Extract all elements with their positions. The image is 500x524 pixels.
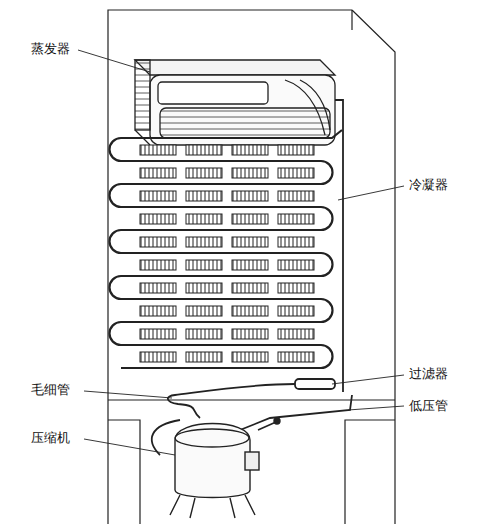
fin-group <box>186 329 222 339</box>
fin-group <box>140 237 176 247</box>
fin-group <box>232 214 268 224</box>
fin-group <box>232 306 268 316</box>
fin-group <box>140 168 176 178</box>
fin-group <box>278 352 314 362</box>
fin-group <box>278 329 314 339</box>
pipes <box>152 100 352 455</box>
evaporator <box>135 60 335 145</box>
compressor <box>170 418 280 518</box>
condenser-coil <box>110 130 343 368</box>
fin-group <box>232 352 268 362</box>
part-label: 冷凝器 <box>408 177 449 193</box>
fin-group <box>278 237 314 247</box>
fin-group <box>140 145 176 155</box>
fin-group <box>232 329 268 339</box>
fin-group <box>140 352 176 362</box>
fin-group <box>278 306 314 316</box>
part-label: 毛细管 <box>30 382 71 398</box>
part-label: 过滤器 <box>408 366 449 382</box>
fin-group <box>186 306 222 316</box>
leader-lines <box>78 50 404 455</box>
fin-group <box>186 191 222 201</box>
fin-group <box>232 260 268 270</box>
part-label: 低压管 <box>408 398 449 414</box>
fin-group <box>232 191 268 201</box>
fin-group <box>186 237 222 247</box>
fin-group <box>278 168 314 178</box>
fin-group <box>140 306 176 316</box>
fin-group <box>278 145 314 155</box>
fin-group <box>186 145 222 155</box>
part-label: 压缩机 <box>30 430 71 446</box>
fin-group <box>186 260 222 270</box>
fin-group <box>232 283 268 293</box>
condenser-tube <box>110 130 343 368</box>
fin-group <box>140 283 176 293</box>
fin-group <box>186 214 222 224</box>
fin-group <box>232 145 268 155</box>
fin-group <box>232 237 268 247</box>
fin-group <box>186 283 222 293</box>
fin-group <box>278 191 314 201</box>
part-label: 蒸发器 <box>30 41 71 57</box>
cabinet-outline <box>108 10 395 524</box>
fin-group <box>140 214 176 224</box>
fin-group <box>278 260 314 270</box>
fin-group <box>186 168 222 178</box>
fin-group <box>140 260 176 270</box>
fin-group <box>140 191 176 201</box>
condenser-fins <box>140 145 314 362</box>
fin-group <box>232 168 268 178</box>
fin-group <box>278 283 314 293</box>
fin-group <box>186 352 222 362</box>
fin-group <box>278 214 314 224</box>
fin-group <box>140 329 176 339</box>
